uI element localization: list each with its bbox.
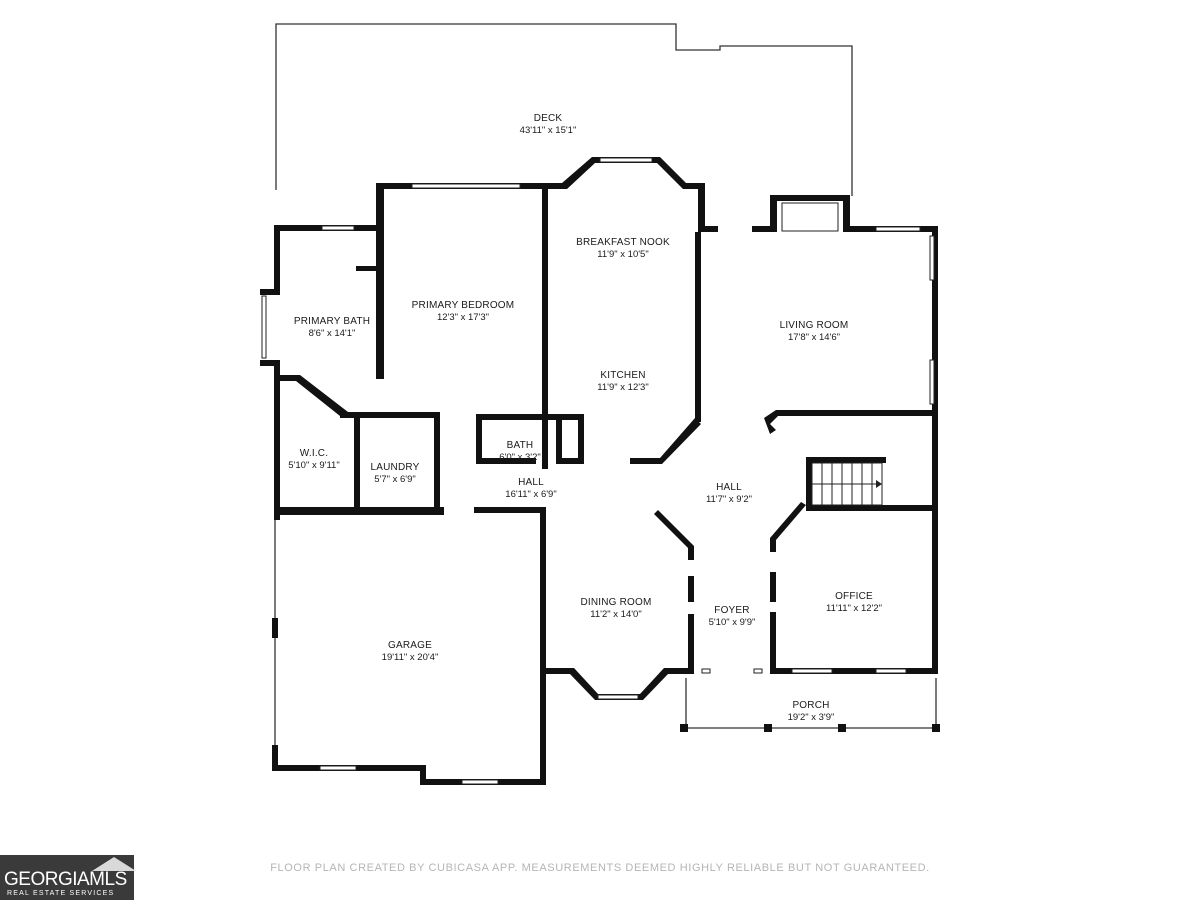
room-labels: DECK 43'11" x 15'1" BREAKFAST NOOK 11'9"… — [288, 113, 882, 723]
room-name-hall-east: HALL — [716, 482, 742, 493]
room-dims-bath: 6'0" x 3'2" — [499, 452, 541, 463]
room-name-porch: PORCH — [792, 700, 829, 711]
disclaimer-footer: FLOOR PLAN CREATED BY CUBICASA APP. MEAS… — [270, 862, 930, 874]
room-dims-living-room: 17'8" x 14'6" — [788, 332, 840, 343]
staircase — [811, 462, 883, 506]
room-name-bath: BATH — [507, 440, 534, 451]
logo-sub-text: REAL ESTATE SERVICES — [7, 890, 115, 897]
room-dims-office: 11'11" x 12'2" — [826, 603, 882, 614]
room-name-wic: W.I.C. — [300, 448, 328, 459]
room-name-laundry: LAUNDRY — [370, 462, 419, 473]
porch-outline — [680, 678, 940, 732]
room-dims-foyer: 5'10" x 9'9" — [709, 617, 756, 628]
room-dims-garage: 19'11" x 20'4" — [382, 652, 439, 663]
room-name-dining-room: DINING ROOM — [580, 597, 651, 608]
house-roof-icon — [92, 857, 136, 871]
room-name-kitchen: KITCHEN — [600, 370, 645, 381]
room-dims-laundry: 5'7" x 6'9" — [374, 474, 416, 485]
room-name-breakfast-nook: BREAKFAST NOOK — [576, 237, 670, 248]
room-dims-breakfast-nook: 11'9" x 10'5" — [597, 249, 648, 260]
room-name-office: OFFICE — [835, 591, 873, 602]
room-name-deck: DECK — [534, 113, 563, 124]
room-dims-hall-west: 16'11" x 6'9" — [505, 489, 556, 500]
room-name-living-room: LIVING ROOM — [780, 320, 849, 331]
room-dims-deck: 43'11" x 15'1" — [520, 125, 577, 136]
logo-main-text: GEORGIAMLS — [4, 869, 127, 890]
room-dims-primary-bedroom: 12'3" x 17'3" — [437, 312, 489, 323]
room-dims-wic: 5'10" x 9'11" — [288, 460, 339, 471]
room-dims-hall-east: 11'7" x 9'2" — [706, 494, 752, 505]
room-dims-porch: 19'2" x 3'9" — [788, 712, 835, 723]
room-name-hall-west: HALL — [518, 477, 544, 488]
room-name-primary-bath: PRIMARY BATH — [294, 316, 370, 327]
georgiamls-logo: GEORGIAMLS REAL ESTATE SERVICES — [0, 855, 136, 900]
windows — [261, 157, 935, 785]
deck-outline — [275, 23, 853, 196]
room-name-garage: GARAGE — [388, 640, 432, 651]
room-name-foyer: FOYER — [714, 605, 749, 616]
room-dims-kitchen: 11'9" x 12'3" — [597, 382, 648, 393]
room-dims-primary-bath: 8'6" x 14'1" — [309, 328, 356, 339]
room-name-primary-bedroom: PRIMARY BEDROOM — [412, 300, 515, 311]
room-dims-dining-room: 11'2" x 14'0" — [590, 609, 641, 620]
